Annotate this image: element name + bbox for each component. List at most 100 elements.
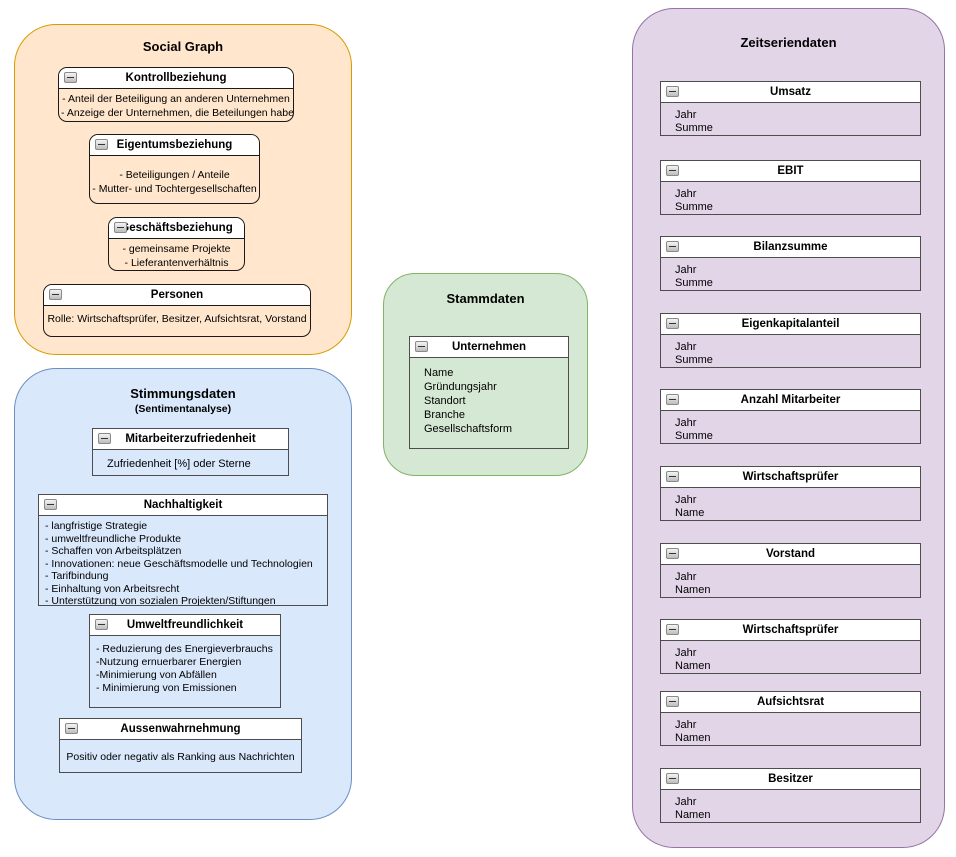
entity-besitzer[interactable]: Besitzer Jahr Namen (660, 768, 921, 823)
collapse-icon[interactable] (65, 723, 78, 734)
attribute-line: - Unterstützung von sozialen Projekten/S… (45, 595, 276, 606)
entity-title: Umsatz (770, 86, 811, 98)
entity-mitarbeiterzufriedenheit[interactable]: Mitarbeiterzufriedenheit Zufriedenheit [… (92, 428, 289, 476)
attribute-line: Jahr (675, 109, 697, 121)
attribute-line: - Reduzierung des Energieverbrauchs (96, 643, 273, 655)
group-subtitle-stimmungsdaten: (Sentimentanalyse) (134, 403, 232, 415)
group-stammdaten[interactable]: Stammdaten Unternehmen Name Gründungsjah… (383, 273, 588, 476)
entity-geschaeftsbeziehung[interactable]: Geschäftsbeziehung - gemeinsame Projekte… (108, 217, 245, 271)
attribute-line: Summe (675, 122, 713, 134)
attribute-line: Branche (424, 409, 465, 421)
attribute-line: Namen (675, 660, 711, 672)
collapse-icon[interactable] (666, 696, 679, 707)
entity-body: Jahr Namen (661, 713, 920, 745)
entity-title: Eigentumsbeziehung (116, 139, 233, 151)
entity-kontrollbeziehung[interactable]: Kontrollbeziehung - Anteil der Beteiligu… (58, 67, 294, 122)
collapse-icon[interactable] (666, 773, 679, 784)
entity-eigenkapitalanteil[interactable]: Eigenkapitalanteil Jahr Summe (660, 313, 921, 368)
collapse-icon[interactable] (95, 619, 108, 630)
attribute-line: -Minimierung von Abfällen (96, 669, 217, 681)
attribute-line: - langfristige Strategie (45, 520, 148, 532)
entity-body: - Anteil der Beteiligung an anderen Unte… (59, 89, 293, 121)
attribute-line: Standort (424, 395, 466, 407)
group-title-social-graph: Social Graph (142, 39, 224, 54)
collapse-icon[interactable] (666, 548, 679, 559)
entity-wirtschaftspruefer-1[interactable]: Wirtschaftsprüfer Jahr Name (660, 466, 921, 521)
attribute-line: - Mutter- und Tochtergesellschaften (92, 182, 257, 195)
collapse-icon[interactable] (666, 318, 679, 329)
entity-body: Jahr Summe (661, 411, 920, 443)
entity-personen[interactable]: Personen Rolle: Wirtschaftsprüfer, Besit… (43, 284, 311, 337)
group-social-graph[interactable]: Social Graph Kontrollbeziehung - Anteil … (14, 24, 352, 355)
attribute-line: - Beteiligungen / Anteile (119, 169, 230, 181)
entity-header: Bilanzsumme (661, 237, 920, 258)
attribute-line: - Innovationen: neue Geschäftsmodelle un… (45, 557, 313, 570)
entity-header: Mitarbeiterzufriedenheit (93, 429, 288, 450)
entity-body: Jahr Namen (661, 790, 920, 822)
attribute-line: Summe (675, 277, 713, 289)
attribute-line: - Schaffen von Arbeitsplätzen (45, 545, 182, 557)
entity-aussenwahrnehmung[interactable]: Aussenwahrnehmung Positiv oder negativ a… (59, 718, 302, 773)
collapse-icon[interactable] (64, 72, 77, 83)
collapse-icon[interactable] (666, 241, 679, 252)
collapse-icon[interactable] (666, 394, 679, 405)
group-zeitseriendaten[interactable]: Zeitseriendaten Umsatz Jahr Summe EBIT J… (632, 8, 945, 848)
attribute-line: Namen (675, 809, 711, 821)
entity-title: Aussenwahrnehmung (120, 723, 241, 735)
collapse-icon[interactable] (415, 341, 428, 352)
entity-body: Jahr Namen (661, 641, 920, 673)
group-title-stammdaten: Stammdaten (446, 291, 525, 306)
collapse-icon[interactable] (44, 499, 57, 510)
attribute-line: Name (424, 367, 454, 379)
group-stimmungsdaten[interactable]: Stimmungsdaten (Sentimentanalyse) Mitarb… (14, 368, 352, 820)
attribute-line: Namen (675, 732, 711, 744)
attribute-line: -Nutzung ernuerbarer Energien (96, 656, 242, 668)
collapse-icon[interactable] (666, 86, 679, 97)
entity-vorstand[interactable]: Vorstand Jahr Namen (660, 543, 921, 598)
entity-eigentumsbeziehung[interactable]: Eigentumsbeziehung - Beteiligungen / Ant… (89, 134, 260, 204)
entity-body: Zufriedenheit [%] oder Sterne (93, 450, 288, 475)
entity-umweltfreundlichkeit[interactable]: Umweltfreundlichkeit - Reduzierung des E… (89, 614, 281, 708)
attribute-line: - Anteil der Beteiligung an anderen Unte… (62, 93, 290, 105)
entity-header: Anzahl Mitarbeiter (661, 390, 920, 411)
entity-aufsichtsrat[interactable]: Aufsichtsrat Jahr Namen (660, 691, 921, 746)
entity-header: Kontrollbeziehung (59, 68, 293, 89)
attribute-line: Gesellschaftsform (424, 423, 513, 435)
entity-umsatz[interactable]: Umsatz Jahr Summe (660, 81, 921, 136)
collapse-icon[interactable] (98, 433, 111, 444)
entity-body: - Reduzierung des Energieverbrauchs -Nut… (90, 636, 280, 702)
entity-header: Wirtschaftsprüfer (661, 620, 920, 641)
entity-title: Mitarbeiterzufriedenheit (125, 433, 256, 445)
entity-body: - Beteiligungen / Anteile - Mutter- und … (90, 156, 259, 202)
collapse-icon[interactable] (666, 624, 679, 635)
attribute-line: Name (675, 507, 705, 519)
collapse-icon[interactable] (666, 471, 679, 482)
entity-body: Jahr Summe (661, 335, 920, 367)
attribute-line: Jahr (675, 571, 697, 583)
entity-header: Besitzer (661, 769, 920, 790)
collapse-icon[interactable] (114, 222, 127, 233)
collapse-icon[interactable] (95, 139, 108, 150)
attribute-line: - Minimierung von Emissionen (96, 682, 237, 694)
entity-unternehmen[interactable]: Unternehmen Name Gründungsjahr Standort … (409, 336, 569, 449)
entity-bilanzsumme[interactable]: Bilanzsumme Jahr Summe (660, 236, 921, 291)
attribute-line: Jahr (675, 494, 697, 506)
entity-title: Anzahl Mitarbeiter (740, 394, 841, 406)
entity-anzahl-mitarbeiter[interactable]: Anzahl Mitarbeiter Jahr Summe (660, 389, 921, 444)
entity-header: Unternehmen (410, 337, 568, 358)
entity-ebit[interactable]: EBIT Jahr Summe (660, 160, 921, 215)
entity-title: EBIT (777, 165, 804, 177)
entity-wirtschaftspruefer-2[interactable]: Wirtschaftsprüfer Jahr Namen (660, 619, 921, 674)
attribute-line: Jahr (675, 417, 697, 429)
attribute-line: Summe (675, 430, 713, 442)
entity-body: Jahr Name (661, 488, 920, 520)
entity-body: Jahr Summe (661, 103, 920, 135)
attribute-line: Jahr (675, 264, 697, 276)
entity-title: Bilanzsumme (753, 241, 828, 253)
attribute-line: Summe (675, 354, 713, 366)
entity-nachhaltigkeit[interactable]: Nachhaltigkeit - langfristige Strategie … (38, 494, 328, 606)
collapse-icon[interactable] (666, 165, 679, 176)
entity-body: Jahr Namen (661, 565, 920, 597)
collapse-icon[interactable] (49, 289, 62, 300)
entity-body: - gemeinsame Projekte - Lieferantenverhä… (109, 239, 244, 270)
